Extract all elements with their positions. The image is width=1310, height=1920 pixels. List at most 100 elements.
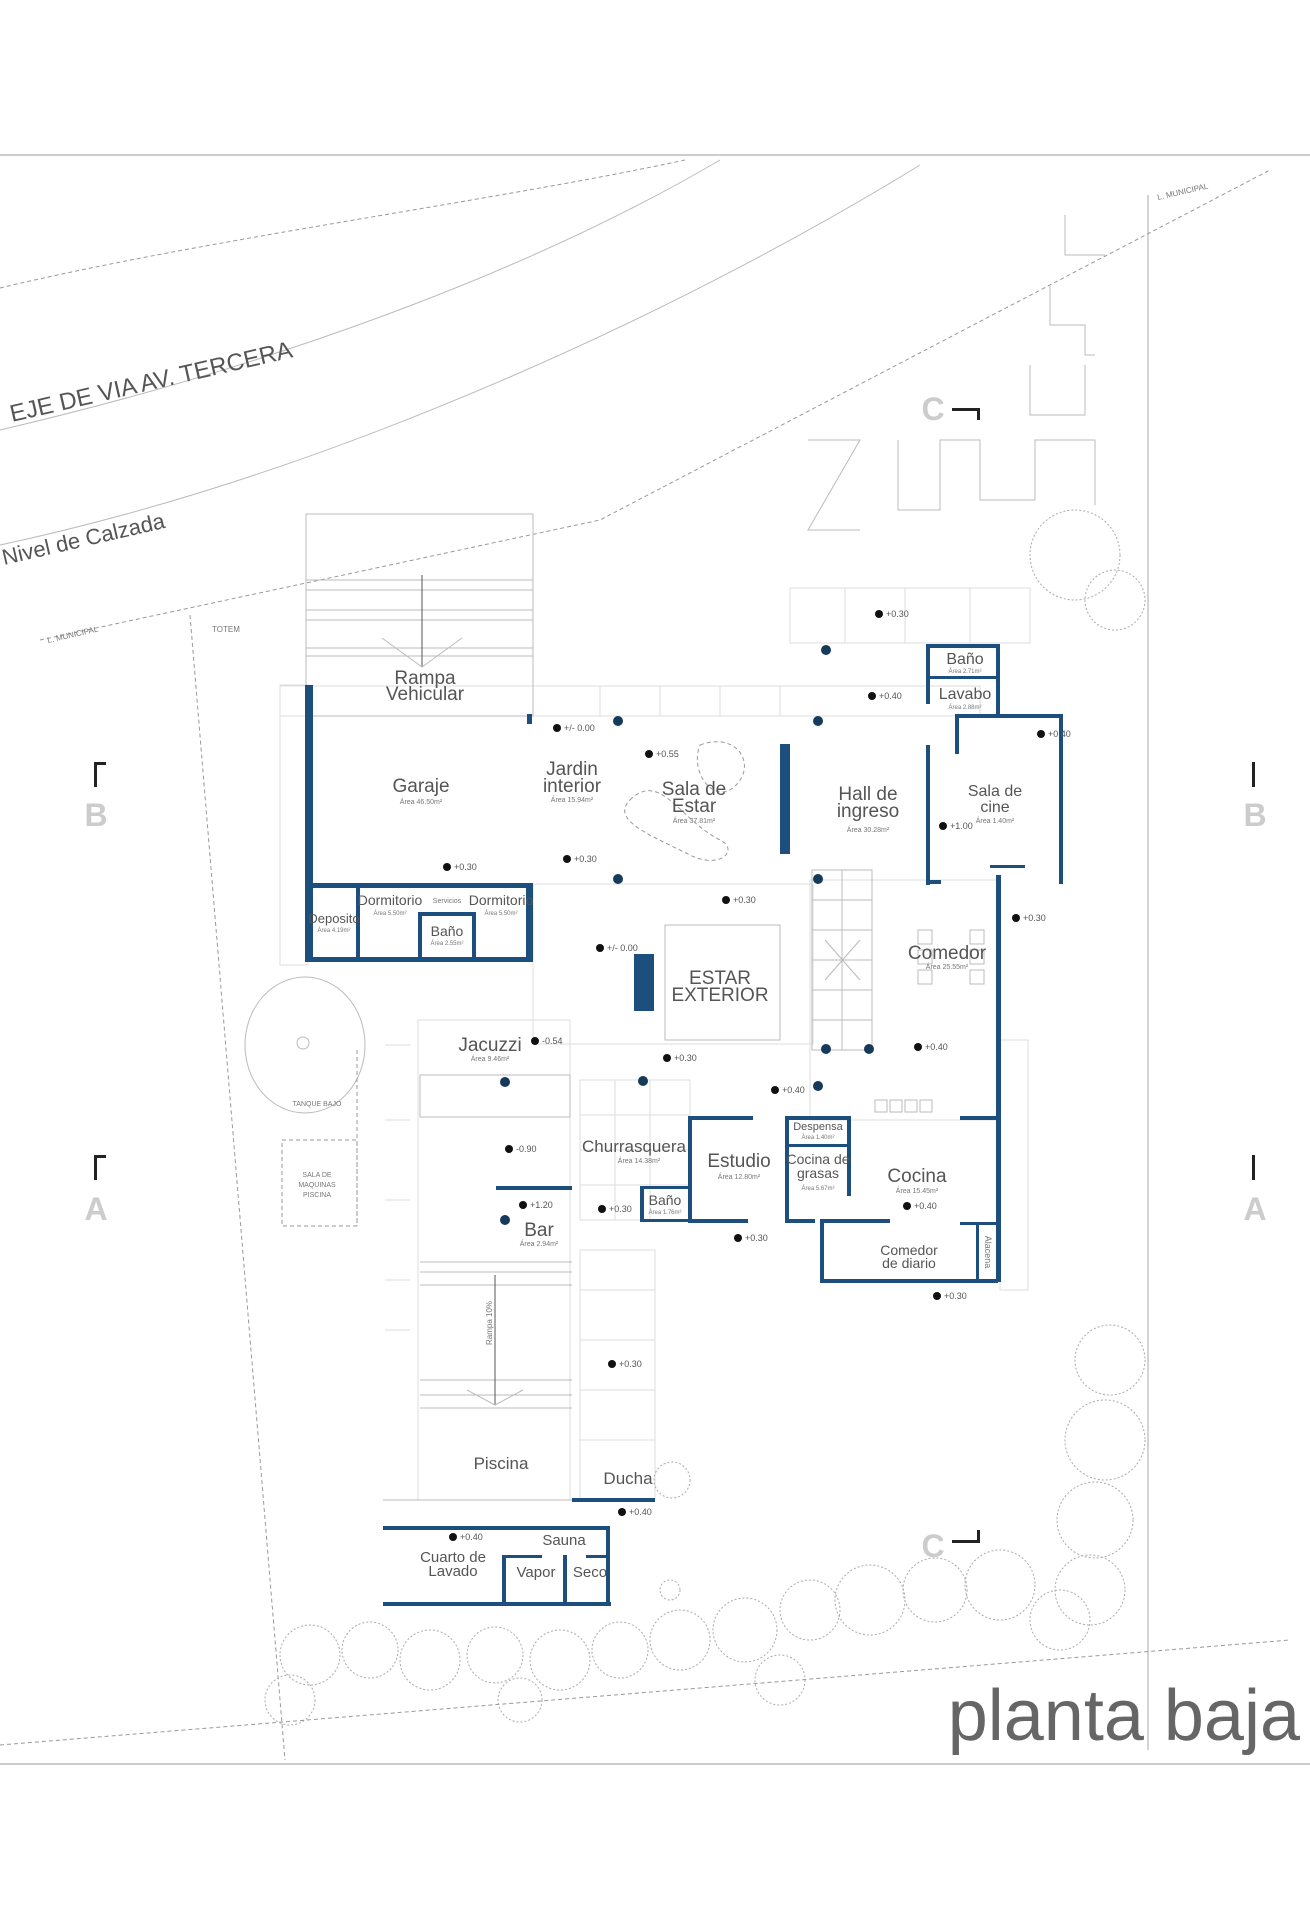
room-estudio-label: Estudio bbox=[707, 1151, 770, 1172]
room-churrasquera-area: Área 14.38m² bbox=[618, 1156, 661, 1165]
site-steps bbox=[790, 587, 1031, 640]
tree-icon bbox=[341, 1621, 399, 1679]
room-despensa-label: Despensa bbox=[793, 1121, 843, 1133]
level-symbol-icon bbox=[722, 896, 730, 904]
level-value: +0.40 bbox=[879, 691, 902, 701]
level-value: +0.30 bbox=[886, 609, 909, 619]
tree-icon bbox=[902, 1557, 968, 1623]
room-bano-hall-area: Área 2.71m² bbox=[948, 668, 981, 675]
furniture bbox=[624, 741, 985, 1601]
tree-icon bbox=[712, 1597, 778, 1663]
level-symbol-icon bbox=[914, 1043, 922, 1051]
level-value: +0.40 bbox=[925, 1042, 948, 1052]
room-comedor-diario-label: Comedor bbox=[880, 1242, 938, 1258]
room-dormitorio-2-area: Área 5.50m² bbox=[484, 910, 517, 917]
street-axis bbox=[0, 159, 721, 431]
level-marker: +0.30 bbox=[608, 1359, 642, 1369]
room-bano-churr-label: Baño bbox=[649, 1192, 682, 1208]
drawing-title: planta baja bbox=[948, 1676, 1301, 1756]
level-symbol-icon bbox=[875, 610, 883, 618]
level-value: +0.55 bbox=[656, 749, 679, 759]
level-marker: +0.55 bbox=[645, 749, 679, 759]
room-churrasquera-label: Churrasquera bbox=[582, 1137, 686, 1156]
tree-icon bbox=[1074, 1324, 1146, 1396]
section-a-left: A bbox=[84, 1191, 107, 1227]
site-steps bbox=[897, 439, 1096, 511]
property-line-front bbox=[39, 169, 1271, 641]
section-c-top: C bbox=[921, 391, 944, 427]
room-estudio-area: Área 12.80m² bbox=[718, 1172, 761, 1181]
room-jacuzzi-label: Jacuzzi bbox=[458, 1035, 521, 1056]
level-value: +0.30 bbox=[733, 895, 756, 905]
municipal-line-label-left: L. MUNICIPAL bbox=[46, 624, 99, 645]
tree-icon bbox=[529, 1629, 591, 1691]
level-marker: +0.40 bbox=[618, 1507, 652, 1517]
level-marker: +0.30 bbox=[663, 1053, 697, 1063]
level-value: +1.00 bbox=[950, 821, 973, 831]
level-marker: +0.40 bbox=[914, 1042, 948, 1052]
level-marker: +0.40 bbox=[449, 1532, 483, 1542]
room-ducha-label: Ducha bbox=[603, 1469, 653, 1488]
level-marker: +1.20 bbox=[519, 1200, 553, 1210]
level-symbol-icon bbox=[563, 855, 571, 863]
room-hall-area: Área 30.28m² bbox=[847, 825, 890, 834]
street-edge-2 bbox=[0, 164, 921, 546]
level-value: +0.40 bbox=[782, 1085, 805, 1095]
level-symbol-icon bbox=[531, 1037, 539, 1045]
room-jardin-label: Jardin bbox=[546, 759, 598, 780]
room-bano-serv-label: Baño bbox=[431, 923, 464, 939]
room-rampa-label-2: Vehicular bbox=[386, 684, 465, 705]
level-symbol-icon bbox=[596, 944, 604, 952]
landscape-trees bbox=[264, 509, 1146, 1726]
level-symbol-icon bbox=[933, 1292, 941, 1300]
room-estar-ext-label: ESTAR bbox=[689, 968, 751, 989]
level-marker: +0.30 bbox=[722, 895, 756, 905]
level-symbol-icon bbox=[598, 1205, 606, 1213]
level-symbol-icon bbox=[449, 1533, 457, 1541]
level-symbol-icon bbox=[519, 1201, 527, 1209]
walls bbox=[305, 644, 1063, 1606]
room-cine-label: Sala de bbox=[968, 783, 1022, 800]
room-comedor-area: Área 25.55m² bbox=[926, 962, 969, 971]
tree-icon bbox=[279, 1624, 341, 1686]
room-sala-estar-label: Sala de bbox=[662, 779, 726, 800]
machine-room-label-1: SALA DE bbox=[302, 1172, 332, 1179]
tree-icon bbox=[754, 1654, 806, 1706]
room-seco-label: Seco bbox=[573, 1564, 607, 1581]
tree-icon bbox=[399, 1629, 461, 1691]
room-bano-churr-area: Área 1.76m² bbox=[648, 1209, 681, 1216]
pool-ramp bbox=[383, 1074, 572, 1501]
water-tank-circle bbox=[244, 976, 366, 1114]
level-symbol-icon bbox=[903, 1202, 911, 1210]
room-cine-area: Área 1.40m² bbox=[976, 816, 1015, 825]
level-marker: +0.30 bbox=[598, 1204, 632, 1214]
columns bbox=[500, 645, 874, 1225]
room-bar-area: Área 2.94m² bbox=[520, 1239, 559, 1248]
level-symbol-icon bbox=[868, 692, 876, 700]
tree-icon bbox=[1054, 1554, 1126, 1626]
room-piscina-label: Piscina bbox=[474, 1454, 529, 1473]
tree-icon bbox=[497, 1677, 543, 1723]
level-value: +0.30 bbox=[574, 854, 597, 864]
machine-room-label-2: MAQUINAS bbox=[298, 1182, 336, 1189]
room-bano-hall-label: Baño bbox=[946, 651, 983, 668]
room-jacuzzi-area: Área 9.46m² bbox=[471, 1054, 510, 1063]
level-symbol-icon bbox=[618, 1508, 626, 1516]
room-cocina-grasas-label: Cocina de bbox=[786, 1151, 849, 1167]
level-symbol-icon bbox=[663, 1054, 671, 1062]
site-steps bbox=[1029, 365, 1086, 416]
tree-icon bbox=[1064, 1399, 1146, 1481]
level-marker: +0.30 bbox=[734, 1233, 768, 1243]
level-marker: +0.40 bbox=[1037, 729, 1071, 739]
room-sala-estar-area: Área 37.81m² bbox=[673, 816, 716, 825]
level-value: +0.40 bbox=[914, 1201, 937, 1211]
property-line-back bbox=[0, 1639, 1291, 1746]
level-symbol-icon bbox=[939, 822, 947, 830]
level-symbol-icon bbox=[771, 1086, 779, 1094]
tree-icon bbox=[779, 1579, 841, 1641]
level-marker: -0.54 bbox=[531, 1036, 563, 1046]
site-steps bbox=[1064, 215, 1105, 256]
municipal-line-label-right: L. MUNICIPAL bbox=[1156, 181, 1209, 202]
room-lavabo-area: Área 2.88m² bbox=[948, 704, 981, 711]
